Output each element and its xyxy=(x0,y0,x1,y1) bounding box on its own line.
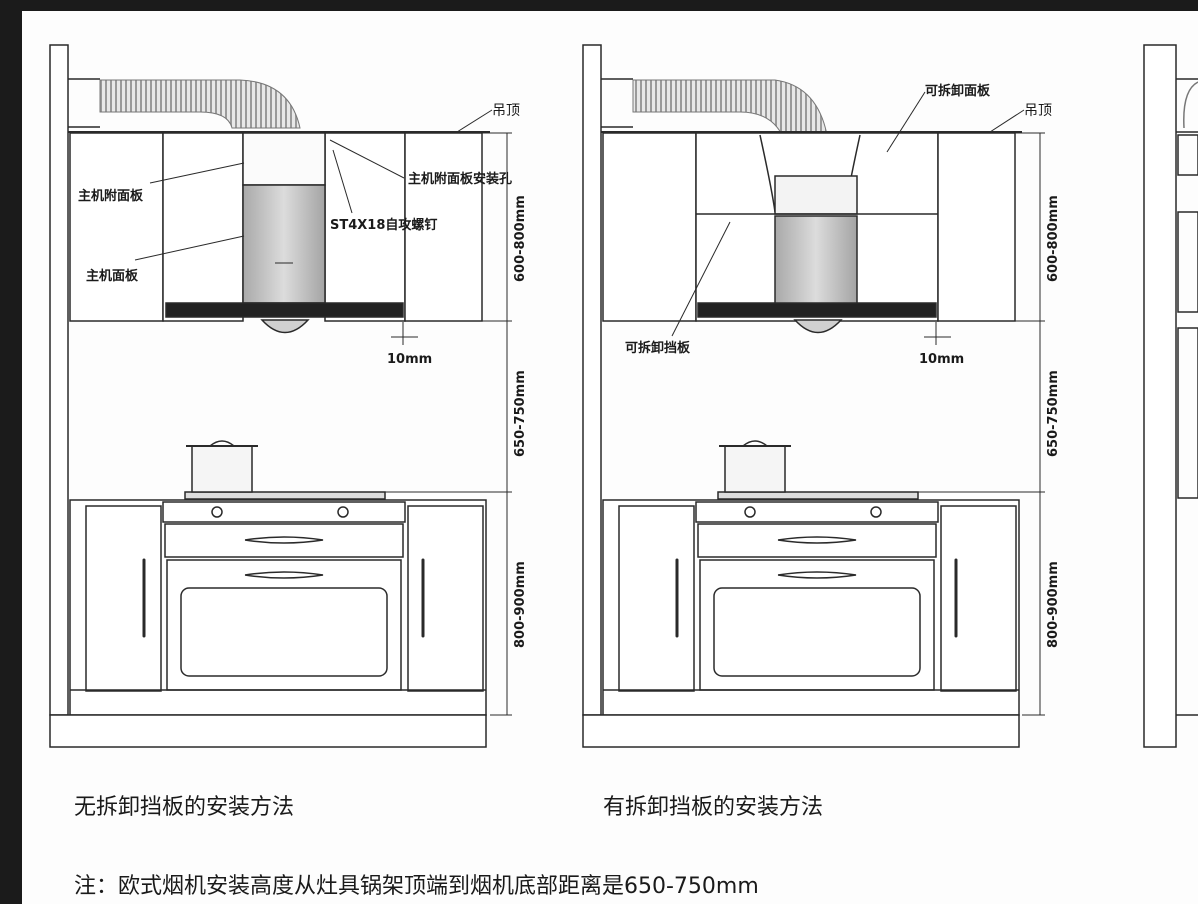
pot xyxy=(191,445,253,493)
dim-hood-right: 650-750mm xyxy=(1046,370,1061,457)
upper-cabinet-left xyxy=(69,132,164,322)
label-panel-hole: 主机附面板安装孔 xyxy=(408,171,512,187)
removable-face-panel xyxy=(774,175,858,215)
label-attach-panel: 主机附面板 xyxy=(78,188,144,204)
label-face-panel: 主机面板 xyxy=(86,268,139,284)
hood-lamp xyxy=(260,319,310,334)
hood-body xyxy=(242,184,326,304)
label-removable-face: 可拆卸面板 xyxy=(925,83,991,99)
right-labels: 吊顶 可拆卸面板 可拆卸挡板 10mm 600-800mm 650-750mm … xyxy=(625,83,1061,648)
right-installation-diagram xyxy=(582,44,1045,748)
dim-hood-left: 650-750mm xyxy=(513,370,528,457)
label-removable-baffle: 可拆卸挡板 xyxy=(625,340,691,356)
hood-base xyxy=(165,302,404,318)
exhaust-duct xyxy=(99,79,301,129)
label-gap-left: 10mm xyxy=(387,352,432,367)
installation-note: 注：欧式烟机安装高度从灶具锅架顶端到烟机底部距离是650-750mm xyxy=(74,874,759,899)
third-installation-diagram-partial xyxy=(1143,44,1198,748)
wall xyxy=(49,44,69,716)
left-labels: 吊顶 主机附面板 主机附面板安装孔 ST4X18自攻螺钉 主机面板 10mm 6… xyxy=(78,103,528,648)
label-ceiling-right: 吊顶 xyxy=(1024,103,1052,119)
dim-counter-right: 800-900mm xyxy=(1046,561,1061,648)
label-screw: ST4X18自攻螺钉 xyxy=(330,217,437,233)
caption-right: 有拆卸挡板的安装方法 xyxy=(603,795,824,820)
dim-cabinet-right: 600-800mm xyxy=(1046,195,1061,282)
hood-attach-panel xyxy=(242,132,326,186)
base-cabinet xyxy=(69,499,487,716)
label-gap-right: 10mm xyxy=(919,352,964,367)
label-ceiling-left: 吊顶 xyxy=(492,103,520,119)
installation-diagram: 吊顶 主机附面板 主机附面板安装孔 ST4X18自攻螺钉 主机面板 10mm 6… xyxy=(49,44,1198,748)
dim-counter-left: 800-900mm xyxy=(513,561,528,648)
caption-left: 无拆卸挡板的安装方法 xyxy=(74,795,295,820)
left-installation-diagram xyxy=(49,44,512,748)
diagram-sheet: 吊顶 主机附面板 主机附面板安装孔 ST4X18自攻螺钉 主机面板 10mm 6… xyxy=(22,11,1198,904)
dim-cabinet-left: 600-800mm xyxy=(513,195,528,282)
